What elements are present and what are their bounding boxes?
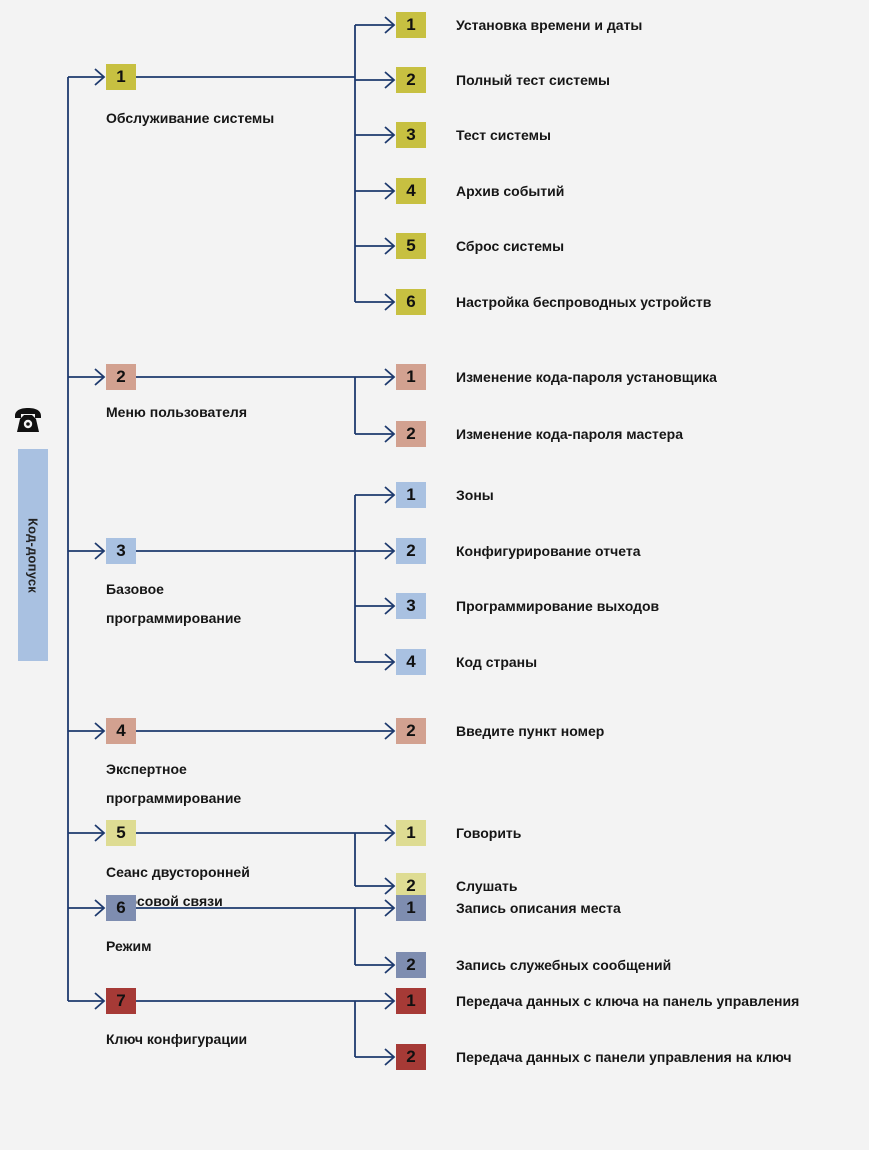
menu-5-arrow: [94, 824, 106, 842]
menu-4-item-1-number-box[interactable]: 2: [396, 718, 426, 744]
menu-4-item-1-arrow: [384, 722, 396, 740]
menu-1-item-3-number-box[interactable]: 3: [396, 122, 426, 148]
menu-7-number-box[interactable]: 7: [106, 988, 136, 1014]
menu-2-item-2-label[interactable]: Изменение кода-пароля мастера: [456, 426, 683, 442]
menu-2-number-box[interactable]: 2: [106, 364, 136, 390]
menu-7-arrow: [94, 992, 106, 1010]
menu-3-label-line-2[interactable]: программирование: [106, 610, 242, 626]
menu-1-item-2-label[interactable]: Полный тест системы: [456, 72, 611, 88]
menu-3-item-3-label[interactable]: Программирование выходов: [456, 598, 660, 614]
menu-5-item-2-number-box[interactable]: 2: [396, 873, 426, 899]
menu-5-item-1-label[interactable]: Говорить: [456, 825, 522, 841]
menu-4-label-line-2[interactable]: программирование: [106, 790, 242, 806]
menu-3-item-4-label[interactable]: Код страны: [456, 654, 538, 670]
menu-1-item-5-label[interactable]: Сброс системы: [456, 238, 565, 254]
menu-3-item-4-arrow: [384, 653, 396, 671]
menu-2-item-2-arrow: [384, 425, 396, 443]
menu-2-item-1-label[interactable]: Изменение кода-пароля установщика: [456, 369, 717, 385]
menu-5-item-2-arrow: [384, 877, 396, 895]
menu-1-item-6-arrow: [384, 293, 396, 311]
menu-2-label[interactable]: Меню пользователя: [106, 404, 247, 420]
telephone-icon: [13, 405, 43, 435]
menu-1-item-4-label[interactable]: Архив событий: [456, 183, 565, 199]
menu-3-number-box[interactable]: 3: [106, 538, 136, 564]
menu-5-item-1-number-box[interactable]: 1: [396, 820, 426, 846]
menu-3-item-3-arrow: [384, 597, 396, 615]
menu-6-item-1-arrow: [384, 899, 396, 917]
menu-7-item-1-label[interactable]: Передача данных с ключа на панель управл…: [456, 993, 800, 1009]
menu-3-item-1-label[interactable]: Зоны: [456, 487, 494, 503]
menu-2-item-2-number-box[interactable]: 2: [396, 421, 426, 447]
menu-6-arrow: [94, 899, 106, 917]
menu-3-item-1-arrow: [384, 486, 396, 504]
menu-3-item-3-number-box[interactable]: 3: [396, 593, 426, 619]
menu-6-number-box[interactable]: 6: [106, 895, 136, 921]
menu-3-label-line-1[interactable]: Базовое: [106, 581, 164, 597]
menu-5-number-box[interactable]: 5: [106, 820, 136, 846]
menu-5-item-1-arrow: [384, 824, 396, 842]
menu-4-arrow: [94, 722, 106, 740]
menu-5-label-line-1[interactable]: Сеанс двусторонней: [106, 864, 250, 880]
root-access-code-bar: Код-допуск: [18, 449, 48, 661]
menu-5-item-2-label[interactable]: Слушать: [456, 878, 518, 894]
menu-7-item-1-number-box[interactable]: 1: [396, 988, 426, 1014]
menu-6-item-2-number-box[interactable]: 2: [396, 952, 426, 978]
menu-7-item-2-arrow: [384, 1048, 396, 1066]
menu-1-item-2-number-box[interactable]: 2: [396, 67, 426, 93]
menu-6-item-2-label[interactable]: Запись служебных сообщений: [456, 957, 672, 973]
menu-2-arrow: [94, 368, 106, 386]
menu-1-item-1-arrow: [384, 16, 396, 34]
menu-2-item-1-number-box[interactable]: 1: [396, 364, 426, 390]
menu-3-item-2-label[interactable]: Конфигурирование отчета: [456, 543, 641, 559]
menu-2-item-1-arrow: [384, 368, 396, 386]
menu-7-label[interactable]: Ключ конфигурации: [106, 1031, 248, 1047]
menu-7-item-2-number-box[interactable]: 2: [396, 1044, 426, 1070]
menu-3-item-4-number-box[interactable]: 4: [396, 649, 426, 675]
menu-1-number-box[interactable]: 1: [106, 64, 136, 90]
root-label: Код-допуск: [25, 517, 41, 593]
menu-6-item-1-number-box[interactable]: 1: [396, 895, 426, 921]
menu-6-label[interactable]: Режим: [106, 938, 152, 954]
menu-1-item-1-number-box[interactable]: 1: [396, 12, 426, 38]
menu-4-number-box[interactable]: 4: [106, 718, 136, 744]
menu-1-item-6-number-box[interactable]: 6: [396, 289, 426, 315]
menu-1-item-1-label[interactable]: Установка времени и даты: [456, 17, 643, 33]
menu-1-label[interactable]: Обслуживание системы: [106, 110, 275, 126]
menu-4-item-1-label[interactable]: Введите пункт номер: [456, 723, 605, 739]
menu-1-arrow: [94, 68, 106, 86]
menu-1-item-5-number-box[interactable]: 5: [396, 233, 426, 259]
menu-1-item-4-arrow: [384, 182, 396, 200]
menu-4-label-line-1[interactable]: Экспертное: [106, 761, 187, 777]
menu-7-item-2-label[interactable]: Передача данных с панели управления на к…: [456, 1049, 792, 1065]
menu-1-item-2-arrow: [384, 71, 396, 89]
menu-1-item-3-label[interactable]: Тест системы: [456, 127, 551, 143]
menu-1-item-4-number-box[interactable]: 4: [396, 178, 426, 204]
menu-3-arrow: [94, 542, 106, 560]
menu-7-item-1-arrow: [384, 992, 396, 1010]
menu-6-item-1-label[interactable]: Запись описания места: [456, 900, 621, 916]
menu-6-item-2-arrow: [384, 956, 396, 974]
menu-3-item-2-arrow: [384, 542, 396, 560]
menu-3-item-1-number-box[interactable]: 1: [396, 482, 426, 508]
menu-1-item-3-arrow: [384, 126, 396, 144]
menu-1-item-5-arrow: [384, 237, 396, 255]
menu-1-item-6-label[interactable]: Настройка беспроводных устройств: [456, 294, 712, 310]
menu-3-item-2-number-box[interactable]: 2: [396, 538, 426, 564]
